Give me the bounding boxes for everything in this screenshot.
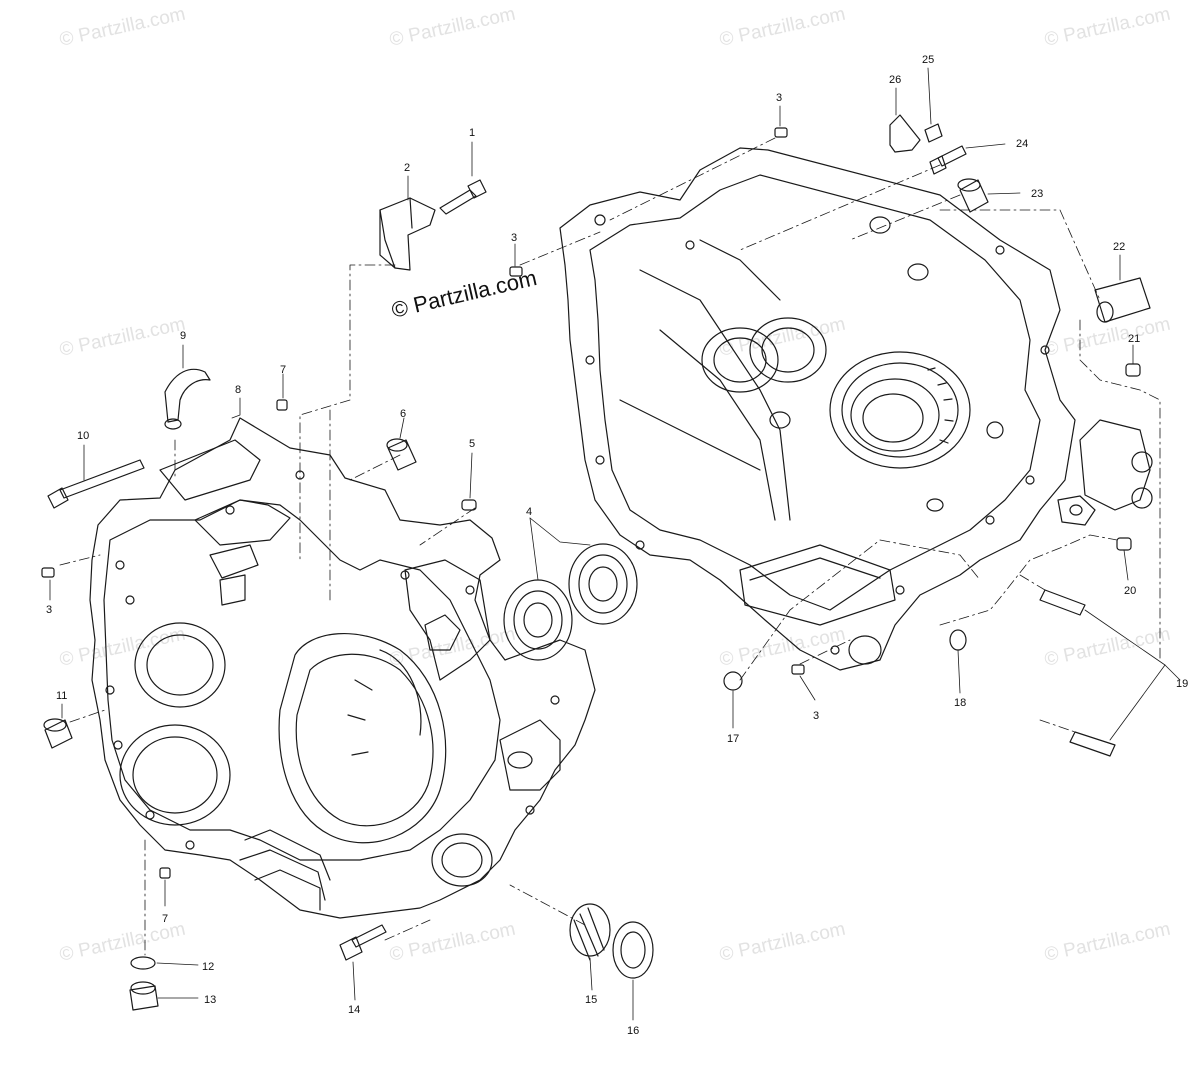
- part-11-bushing: [43, 718, 73, 749]
- callout-3[interactable]: 3: [813, 710, 820, 722]
- callout-10[interactable]: 10: [77, 430, 90, 442]
- callout-23[interactable]: 23: [1031, 188, 1044, 200]
- part-4-bearing: [568, 543, 638, 625]
- callout-11[interactable]: 11: [56, 690, 68, 702]
- part-12-washer: [130, 956, 156, 970]
- callout-22[interactable]: 22: [1113, 241, 1126, 253]
- left-crankcase-half: [89, 417, 596, 919]
- part-19-fitting: [1039, 589, 1086, 616]
- callout-13[interactable]: 13: [204, 994, 217, 1006]
- callout-21[interactable]: 21: [1128, 333, 1141, 345]
- part-25-screw: [924, 123, 943, 143]
- callout-16[interactable]: 16: [627, 1025, 640, 1037]
- part-7-pin: [276, 399, 288, 411]
- alignment-lines: [59, 137, 1161, 956]
- part-2-bracket: [379, 197, 436, 271]
- callout-7[interactable]: 7: [162, 913, 169, 925]
- callout-3[interactable]: 3: [776, 92, 783, 104]
- part-6-bushing: [386, 438, 417, 471]
- callout-2[interactable]: 2: [404, 162, 411, 174]
- callout-7[interactable]: 7: [280, 364, 287, 376]
- callout-15[interactable]: 15: [585, 994, 598, 1006]
- callout-17[interactable]: 17: [727, 733, 740, 745]
- callout-26[interactable]: 26: [889, 74, 902, 86]
- part-24-bolt: [929, 145, 967, 175]
- callout-4[interactable]: 4: [526, 506, 533, 518]
- part-3-dowel: [774, 127, 788, 138]
- callout-18[interactable]: 18: [954, 697, 967, 709]
- part-13-drain-plug: [129, 981, 159, 1011]
- callout-25[interactable]: 25: [922, 54, 935, 66]
- part-3-dowel: [41, 567, 55, 578]
- leader-lines: [49, 67, 1181, 1021]
- part-22-fitting: [1094, 277, 1151, 323]
- callout-24[interactable]: 24: [1016, 138, 1029, 150]
- part-9-elbow-fitting: [164, 368, 211, 430]
- part-23-bushing: [957, 178, 989, 213]
- callout-3[interactable]: 3: [46, 604, 53, 616]
- callout-19[interactable]: 19: [1176, 678, 1189, 690]
- callout-14[interactable]: 14: [348, 1004, 361, 1016]
- callout-5[interactable]: 5: [469, 438, 476, 450]
- callout-1[interactable]: 1: [469, 127, 476, 139]
- part-20-plug: [1116, 537, 1132, 551]
- callout-20[interactable]: 20: [1124, 585, 1137, 597]
- callout-12[interactable]: 12: [202, 961, 215, 973]
- right-crankcase-half: [559, 147, 1153, 671]
- part-14-bolt: [339, 924, 387, 961]
- part-18-o-ring: [949, 629, 967, 651]
- callout-3[interactable]: 3: [511, 232, 518, 244]
- callout-9[interactable]: 9: [180, 330, 187, 342]
- part-5-dowel: [461, 499, 477, 511]
- part-3-dowel: [791, 664, 805, 675]
- part-21-plug: [1125, 363, 1141, 377]
- part-19-fitting: [1069, 731, 1116, 757]
- part-7-pin: [159, 867, 171, 879]
- part-16-oil-seal: [612, 921, 654, 979]
- part-10-long-bolt: [47, 459, 145, 509]
- callout-8[interactable]: 8: [235, 384, 242, 396]
- part-17-plug: [723, 671, 743, 691]
- part-1-bolt: [439, 179, 487, 215]
- part-3-dowel: [509, 266, 523, 277]
- callout-6[interactable]: 6: [400, 408, 407, 420]
- part-15-needle-bearing: [569, 903, 611, 961]
- part-26-clip: [889, 114, 921, 153]
